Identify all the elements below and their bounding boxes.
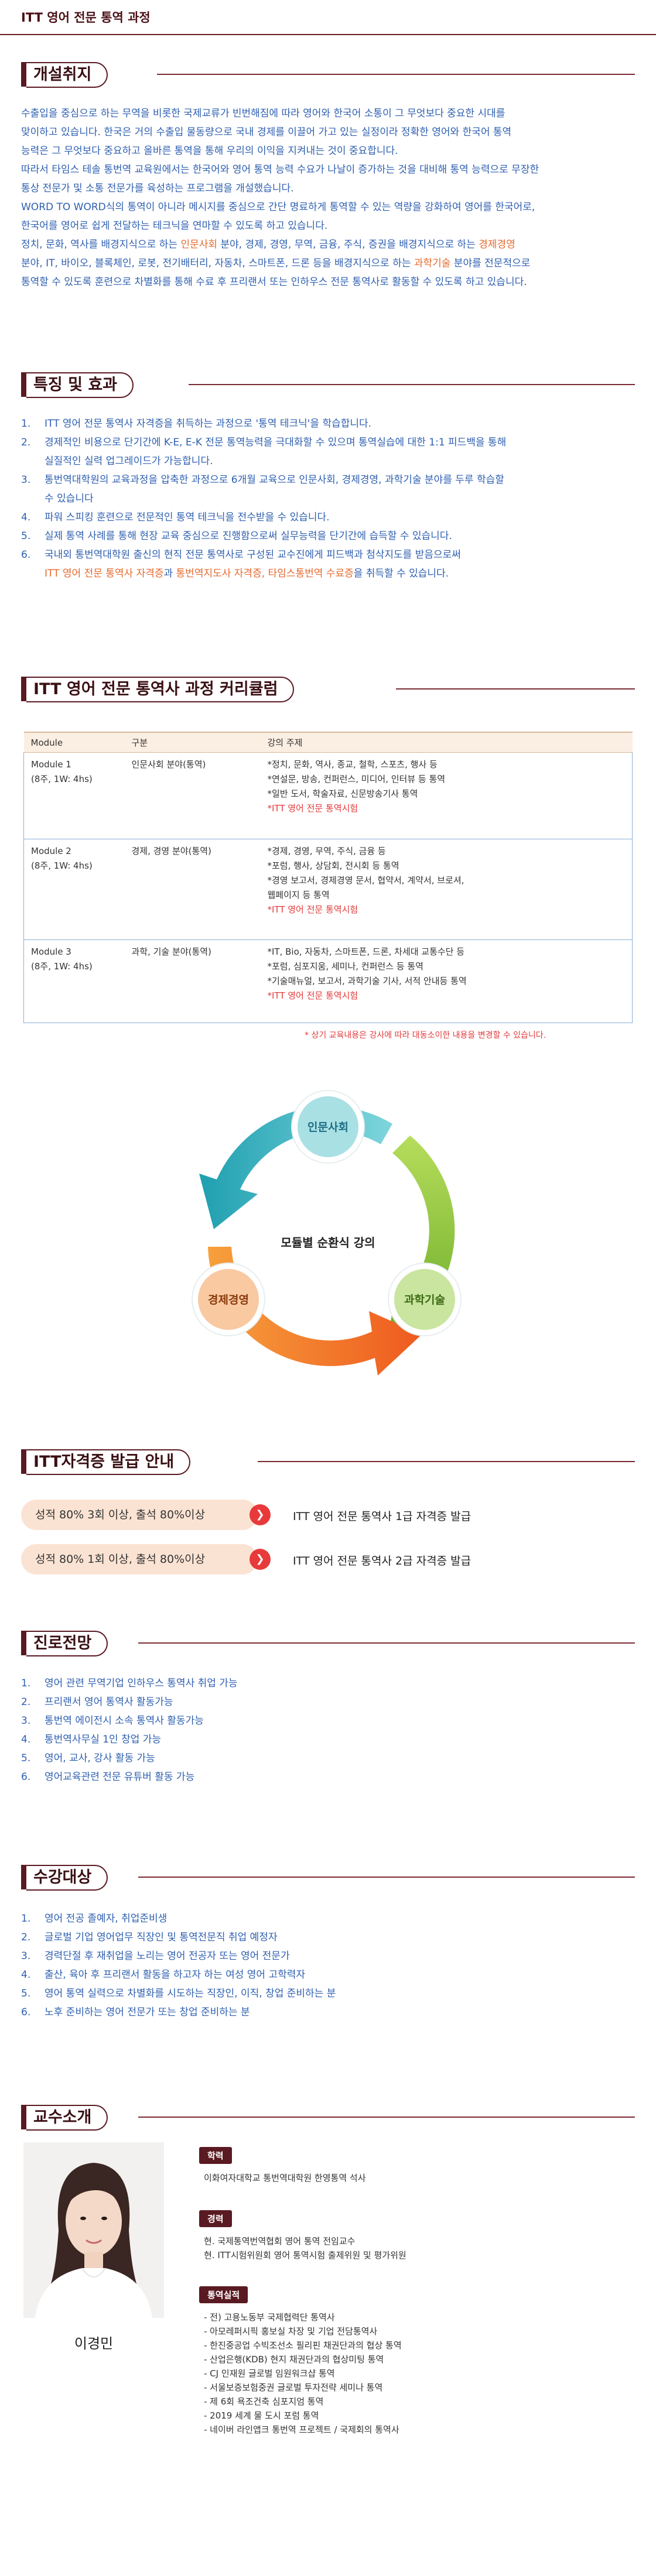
orange-arrow bbox=[208, 1247, 422, 1376]
page-title: ITT 영어 전문 통역 과정 bbox=[21, 11, 151, 25]
top-bar: ITT 영어 전문 통역 과정 bbox=[0, 0, 656, 35]
curriculum-table: Module 구분 강의 주제 Module 1(8주, 1W: 4hs) 인문… bbox=[23, 732, 633, 1023]
list-item: 3.경력단절 후 재취업을 노리는 영어 전공자 또는 영어 전문가 bbox=[21, 1950, 290, 1962]
list-item: 6.영어교육관련 전문 유튜버 활동 가능 bbox=[21, 1771, 195, 1783]
list-item: 4.파워 스피킹 훈련으로 전문적인 통역 테크닉을 전수받을 수 있습니다. bbox=[21, 512, 330, 523]
certificate-result-1: ITT 영어 전문 통역사 1급 자격증 발급 bbox=[293, 1510, 472, 1523]
professor-name: 이경민 bbox=[74, 2335, 114, 2352]
certificate-condition-1: 성적 80% 3회 이상, 출석 80%이상 ❯ bbox=[21, 1500, 271, 1530]
section-title-certificate: ITT자격증 발급 안내 bbox=[21, 1446, 635, 1475]
features-list: 1.ITT 영어 전문 통역사 자격증을 취득하는 과정으로 '통역 테크닉'을… bbox=[21, 414, 635, 583]
table-header: 구분 bbox=[124, 732, 261, 753]
list-item: 3.통번역대학원의 교육과정을 압축한 과정으로 6개월 교육으로 인문사회, … bbox=[21, 474, 504, 505]
list-item: 1.영어 관련 무역기업 인하우스 통역사 취업 가능 bbox=[21, 1678, 238, 1689]
section-title-target: 수강대상 bbox=[21, 1861, 635, 1891]
table-row: Module 1(8주, 1W: 4hs) 인문사회 분야(통역) *정치, 문… bbox=[23, 752, 633, 839]
teal-arrow bbox=[199, 1106, 392, 1229]
purpose-text: 수출입을 중심으로 하는 무역을 비롯한 국제교류가 빈번해짐에 따라 영어와 … bbox=[21, 108, 539, 288]
list-item: 2.글로벌 기업 영어업무 직장인 및 통역전문직 취업 예정자 bbox=[21, 1932, 278, 1943]
list-item: 1.ITT 영어 전문 통역사 자격증을 취득하는 과정으로 '통역 테크닉'을… bbox=[21, 418, 372, 430]
career-list: 1.영어 관련 무역기업 인하우스 통역사 취업 가능 2.프리랜서 영어 통역… bbox=[21, 1674, 635, 1786]
list-item: 6.노후 준비하는 영어 전문가 또는 창업 준비하는 분 bbox=[21, 2006, 250, 2018]
list-item: 4.통번역사무실 1인 창업 가능 bbox=[21, 1734, 162, 1745]
list-item: 5.영어 통역 실력으로 차별화를 시도하는 직장인, 이직, 창업 준비하는 … bbox=[21, 1988, 336, 1999]
list-item: 2.경제적인 비용으로 단기간에 K-E, E-K 전문 통역능력을 극대화할 … bbox=[21, 437, 507, 467]
table-row: Module 2(8주, 1W: 4hs) 경제, 경영 분야(통역) *경제,… bbox=[23, 839, 633, 940]
list-item: 1.영어 전공 졸예자, 취업준비생 bbox=[21, 1913, 168, 1925]
module-cycle-diagram: 인문사회 과학기술 경제경영 모듈별 순환식 강의 bbox=[192, 1090, 462, 1376]
section-title-features: 특징 및 효과 bbox=[21, 369, 635, 398]
section-title-curriculum: ITT 영어 전문 통역사 과정 커리큘럼 bbox=[21, 673, 635, 702]
certificate-result-2: ITT 영어 전문 통역사 2급 자격증 발급 bbox=[293, 1555, 472, 1567]
table-header: 강의 주제 bbox=[260, 732, 633, 753]
professor-education: 학력 이화여자대학교 통번역대학원 한영통역 석사 bbox=[199, 2147, 366, 2185]
table-header: Module bbox=[23, 732, 125, 753]
list-item: 5.영어, 교사, 강사 활동 가능 bbox=[21, 1752, 155, 1764]
list-item: 3.통번역 에이전시 소속 통역사 활동가능 bbox=[21, 1715, 204, 1727]
section-title-professor: 교수소개 bbox=[21, 2101, 635, 2131]
curriculum-note: * 상기 교육내용은 강사에 따라 대동소이한 내용을 변경할 수 있습니다. bbox=[305, 1031, 546, 1040]
cycle-center-label: 모듈별 순환식 강의 bbox=[281, 1236, 375, 1250]
table-row: Module 3(8주, 1W: 4hs) 과학, 기술 분야(통역) *IT,… bbox=[23, 939, 633, 1023]
certificate-condition-2: 성적 80% 1회 이상, 출석 80%이상 ❯ bbox=[21, 1544, 271, 1575]
cycle-node-humanities: 인문사회 bbox=[308, 1121, 348, 1134]
list-item: 2.프리랜서 영어 통역사 활동가능 bbox=[21, 1696, 173, 1708]
chevron-right-icon: ❯ bbox=[250, 1549, 271, 1570]
list-item: 5.실제 통역 사례를 통해 현장 교육 중심으로 진행함으로써 실무능력을 단… bbox=[21, 530, 452, 542]
target-list: 1.영어 전공 졸예자, 취업준비생 2.글로벌 기업 영어업무 직장인 및 통… bbox=[21, 1909, 635, 2022]
list-item: 4.출산, 육아 후 프리랜서 활동을 하고자 하는 여성 영어 고학력자 bbox=[21, 1969, 306, 1981]
professor-photo bbox=[23, 2142, 164, 2318]
section-title-purpose: 개설취지 bbox=[21, 59, 635, 88]
section-title-career: 진로전망 bbox=[21, 1627, 635, 1656]
cycle-node-science: 과학기술 bbox=[404, 1294, 445, 1306]
cycle-node-economy: 경제경영 bbox=[208, 1294, 249, 1306]
list-item: 6.국내외 통번역대학원 출신의 현직 전문 통역사로 구성된 교수진에게 피드… bbox=[21, 549, 461, 579]
professor-records: 통역실적 - 전) 고용노동부 국제협력단 통역사 - 아모레퍼시픽 홍보실 차… bbox=[199, 2286, 402, 2437]
chevron-right-icon: ❯ bbox=[250, 1504, 271, 1525]
